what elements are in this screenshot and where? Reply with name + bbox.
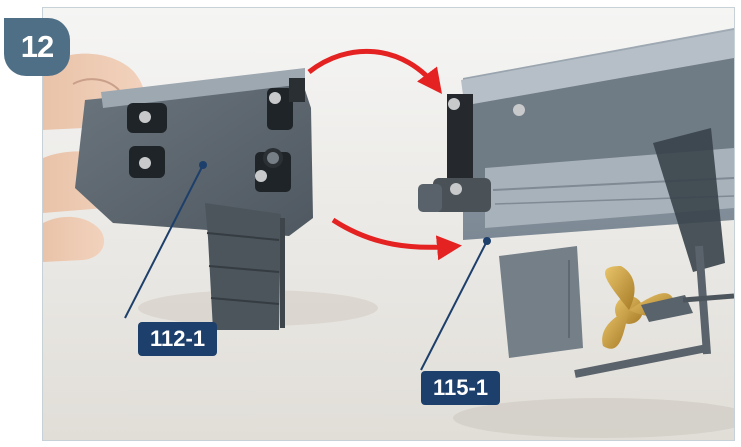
- photo-frame: 112-1 115-1: [42, 7, 735, 441]
- leader-115-1: [420, 240, 488, 371]
- arrow-top: [307, 48, 443, 94]
- assembly-photo: [43, 8, 734, 440]
- leader-115-1-dot: [483, 237, 491, 245]
- leader-112-1-dot: [199, 161, 207, 169]
- rudder-left: [205, 203, 285, 330]
- arrow-bottom: [331, 217, 462, 261]
- propeller: [602, 266, 734, 349]
- step-number-badge: 12: [4, 18, 70, 76]
- stern-part-112-1: [75, 68, 313, 236]
- leader-112-1: [124, 164, 204, 319]
- hull-section-115-1: [418, 28, 734, 378]
- rudder-right: [499, 246, 583, 358]
- part-label-115-1: 115-1: [421, 371, 501, 405]
- part-label-112-1: 112-1: [138, 322, 218, 356]
- hull-shadow: [453, 398, 734, 438]
